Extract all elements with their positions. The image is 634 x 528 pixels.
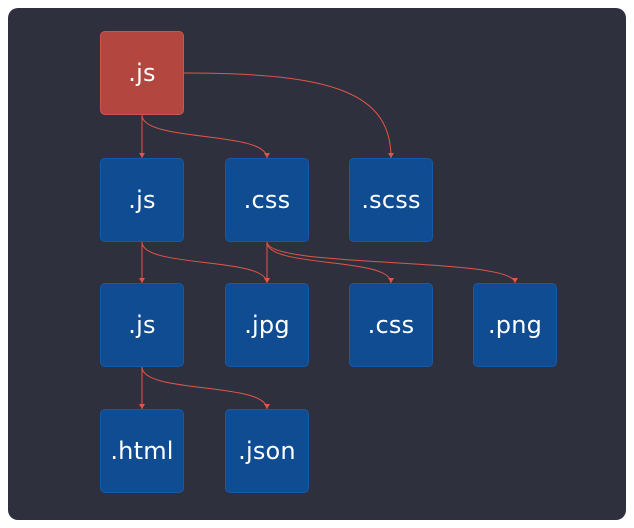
edge-arrowhead <box>139 153 145 158</box>
edge-arrowhead <box>264 404 270 409</box>
edge-js-3-to-json <box>141 366 268 410</box>
node-js-3: .js <box>100 283 184 367</box>
edge-arrowhead <box>264 278 270 283</box>
node-html: .html <box>100 409 184 493</box>
node-png: .png <box>473 283 557 367</box>
edge-arrowhead <box>512 278 518 283</box>
node-css-1: .css <box>225 158 309 242</box>
edge-root-js-to-css-1 <box>141 114 268 159</box>
edge-arrowhead <box>139 278 145 283</box>
edge-css-1-to-css-2 <box>266 241 392 284</box>
node-root-js: .js <box>100 31 184 115</box>
edge-js-2-to-jpg <box>141 241 268 284</box>
edge-css-1-to-png <box>266 241 516 284</box>
node-jpg: .jpg <box>225 283 309 367</box>
node-css-2: .css <box>349 283 433 367</box>
node-js-2: .js <box>100 158 184 242</box>
node-json: .json <box>225 409 309 493</box>
edge-arrowhead <box>388 278 394 283</box>
edge-arrowhead <box>139 404 145 409</box>
edge-arrowhead <box>264 153 270 158</box>
node-scss: .scss <box>349 158 433 242</box>
edge-root-js-to-scss <box>183 72 392 159</box>
edge-arrowhead <box>388 153 394 158</box>
